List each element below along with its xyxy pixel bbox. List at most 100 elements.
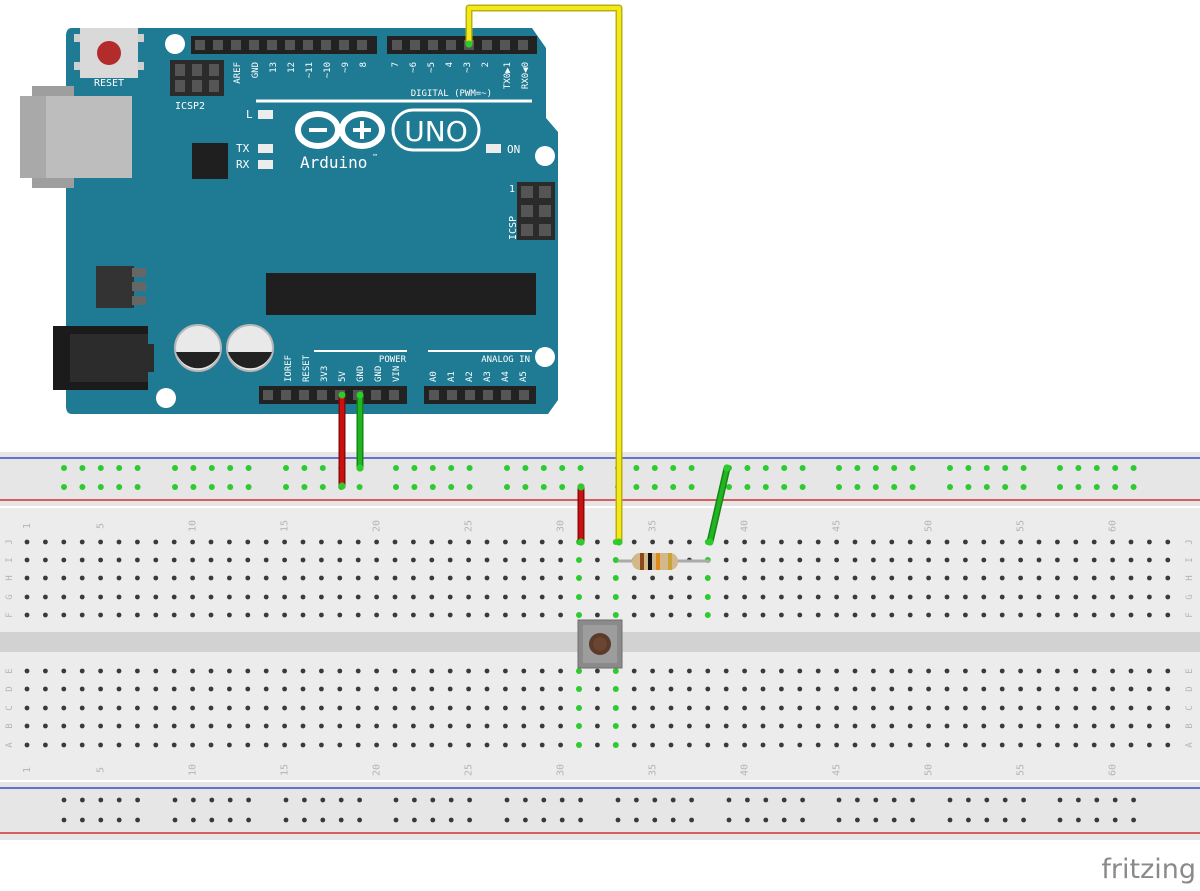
breadboard-hole[interactable] [374,594,379,600]
breadboard-hole[interactable] [668,594,674,600]
breadboard-hole[interactable] [1055,723,1060,729]
breadboard-hole[interactable] [208,557,214,563]
rail-hole[interactable] [1057,817,1063,823]
breadboard-hole[interactable] [834,575,839,581]
breadboard-hole[interactable] [429,539,435,545]
breadboard-hole[interactable] [153,612,159,618]
breadboard-hole[interactable] [852,723,858,729]
breadboard-hole[interactable] [1147,723,1152,729]
breadboard-hole[interactable] [834,705,839,711]
rail-hole[interactable] [633,484,640,490]
breadboard-hole[interactable] [1018,557,1023,563]
breadboard-hole[interactable] [705,668,711,674]
breadboard-hole[interactable] [300,705,306,711]
breadboard-hole[interactable] [374,705,379,711]
breadboard-hole[interactable] [1165,612,1171,618]
breadboard-hole[interactable] [135,686,140,692]
rail-hole[interactable] [283,465,289,471]
breadboard-hole[interactable] [263,539,269,545]
reset-button[interactable] [74,28,144,78]
breadboard-hole[interactable] [227,705,232,711]
breadboard-hole[interactable] [392,557,398,563]
breadboard-hole[interactable] [135,742,140,748]
breadboard-hole[interactable] [374,742,379,748]
breadboard-hole[interactable] [668,705,674,711]
rail-hole[interactable] [1076,797,1081,803]
breadboard-hole[interactable] [79,539,85,545]
rail-hole[interactable] [670,484,677,490]
breadboard-hole[interactable] [411,686,416,692]
breadboard-hole[interactable] [981,686,987,692]
rail-hole[interactable] [891,817,897,823]
breadboard-hole[interactable] [558,594,563,600]
breadboard-hole[interactable] [612,668,619,674]
breadboard-hole[interactable] [612,705,619,711]
breadboard-hole[interactable] [1036,557,1042,563]
rail-hole[interactable] [393,465,399,471]
rail-hole[interactable] [301,484,308,490]
breadboard-hole[interactable] [171,575,177,581]
breadboard-hole[interactable] [907,705,913,711]
rail-hole[interactable] [319,465,326,471]
breadboard-hole[interactable] [466,668,471,674]
breadboard-hole[interactable] [1128,705,1134,711]
breadboard-hole[interactable] [1147,539,1152,545]
breadboard-hole[interactable] [612,686,619,692]
breadboard-hole[interactable] [944,539,950,545]
breadboard-hole[interactable] [558,557,563,563]
rail-hole[interactable] [172,797,178,803]
breadboard-hole[interactable] [337,686,343,692]
breadboard-hole[interactable] [815,557,821,563]
rail-hole[interactable] [652,817,658,823]
breadboard-hole[interactable] [319,686,324,692]
breadboard-hole[interactable] [116,742,122,748]
rail-hole[interactable] [726,797,732,803]
breadboard-hole[interactable] [631,742,637,748]
breadboard-hole[interactable] [171,594,177,600]
breadboard-hole[interactable] [521,575,527,581]
breadboard-hole[interactable] [484,539,490,545]
breadboard-hole[interactable] [631,705,637,711]
breadboard-hole[interactable] [999,594,1005,600]
breadboard-hole[interactable] [190,686,196,692]
rail-hole[interactable] [245,465,252,471]
breadboard-hole[interactable] [889,742,895,748]
breadboard-hole[interactable] [760,612,766,618]
breadboard-hole[interactable] [484,575,490,581]
breadboard-hole[interactable] [704,575,711,581]
rail-hole[interactable] [540,465,547,471]
breadboard-hole[interactable] [319,668,324,674]
breadboard-hole[interactable] [337,668,343,674]
breadboard-hole[interactable] [282,612,287,618]
breadboard-hole[interactable] [300,723,306,729]
breadboard-hole[interactable] [797,575,803,581]
breadboard-hole[interactable] [190,742,196,748]
breadboard-hole[interactable] [612,723,619,729]
breadboard-hole[interactable] [668,575,674,581]
breadboard-hole[interactable] [208,668,214,674]
rail-hole[interactable] [134,465,141,471]
breadboard-hole[interactable] [227,742,232,748]
breadboard-hole[interactable] [411,557,416,563]
breadboard-hole[interactable] [576,668,582,674]
breadboard-hole[interactable] [999,686,1005,692]
breadboard-hole[interactable] [907,612,913,618]
breadboard-hole[interactable] [760,668,766,674]
rail-hole[interactable] [947,484,953,490]
breadboard-hole[interactable] [208,686,214,692]
breadboard-hole[interactable] [484,557,490,563]
breadboard-hole[interactable] [1055,539,1060,545]
breadboard-hole[interactable] [926,539,931,545]
breadboard-hole[interactable] [1073,668,1079,674]
breadboard-hole[interactable] [889,575,895,581]
breadboard-hole[interactable] [227,668,232,674]
rail-hole[interactable] [1094,797,1100,803]
rail-hole[interactable] [799,465,806,471]
breadboard-hole[interactable] [705,742,711,748]
breadboard-hole[interactable] [1018,705,1023,711]
breadboard-hole[interactable] [1128,723,1134,729]
breadboard-hole[interactable] [687,686,692,692]
breadboard-hole[interactable] [1036,612,1042,618]
breadboard-hole[interactable] [687,705,692,711]
rail-hole[interactable] [872,465,879,471]
